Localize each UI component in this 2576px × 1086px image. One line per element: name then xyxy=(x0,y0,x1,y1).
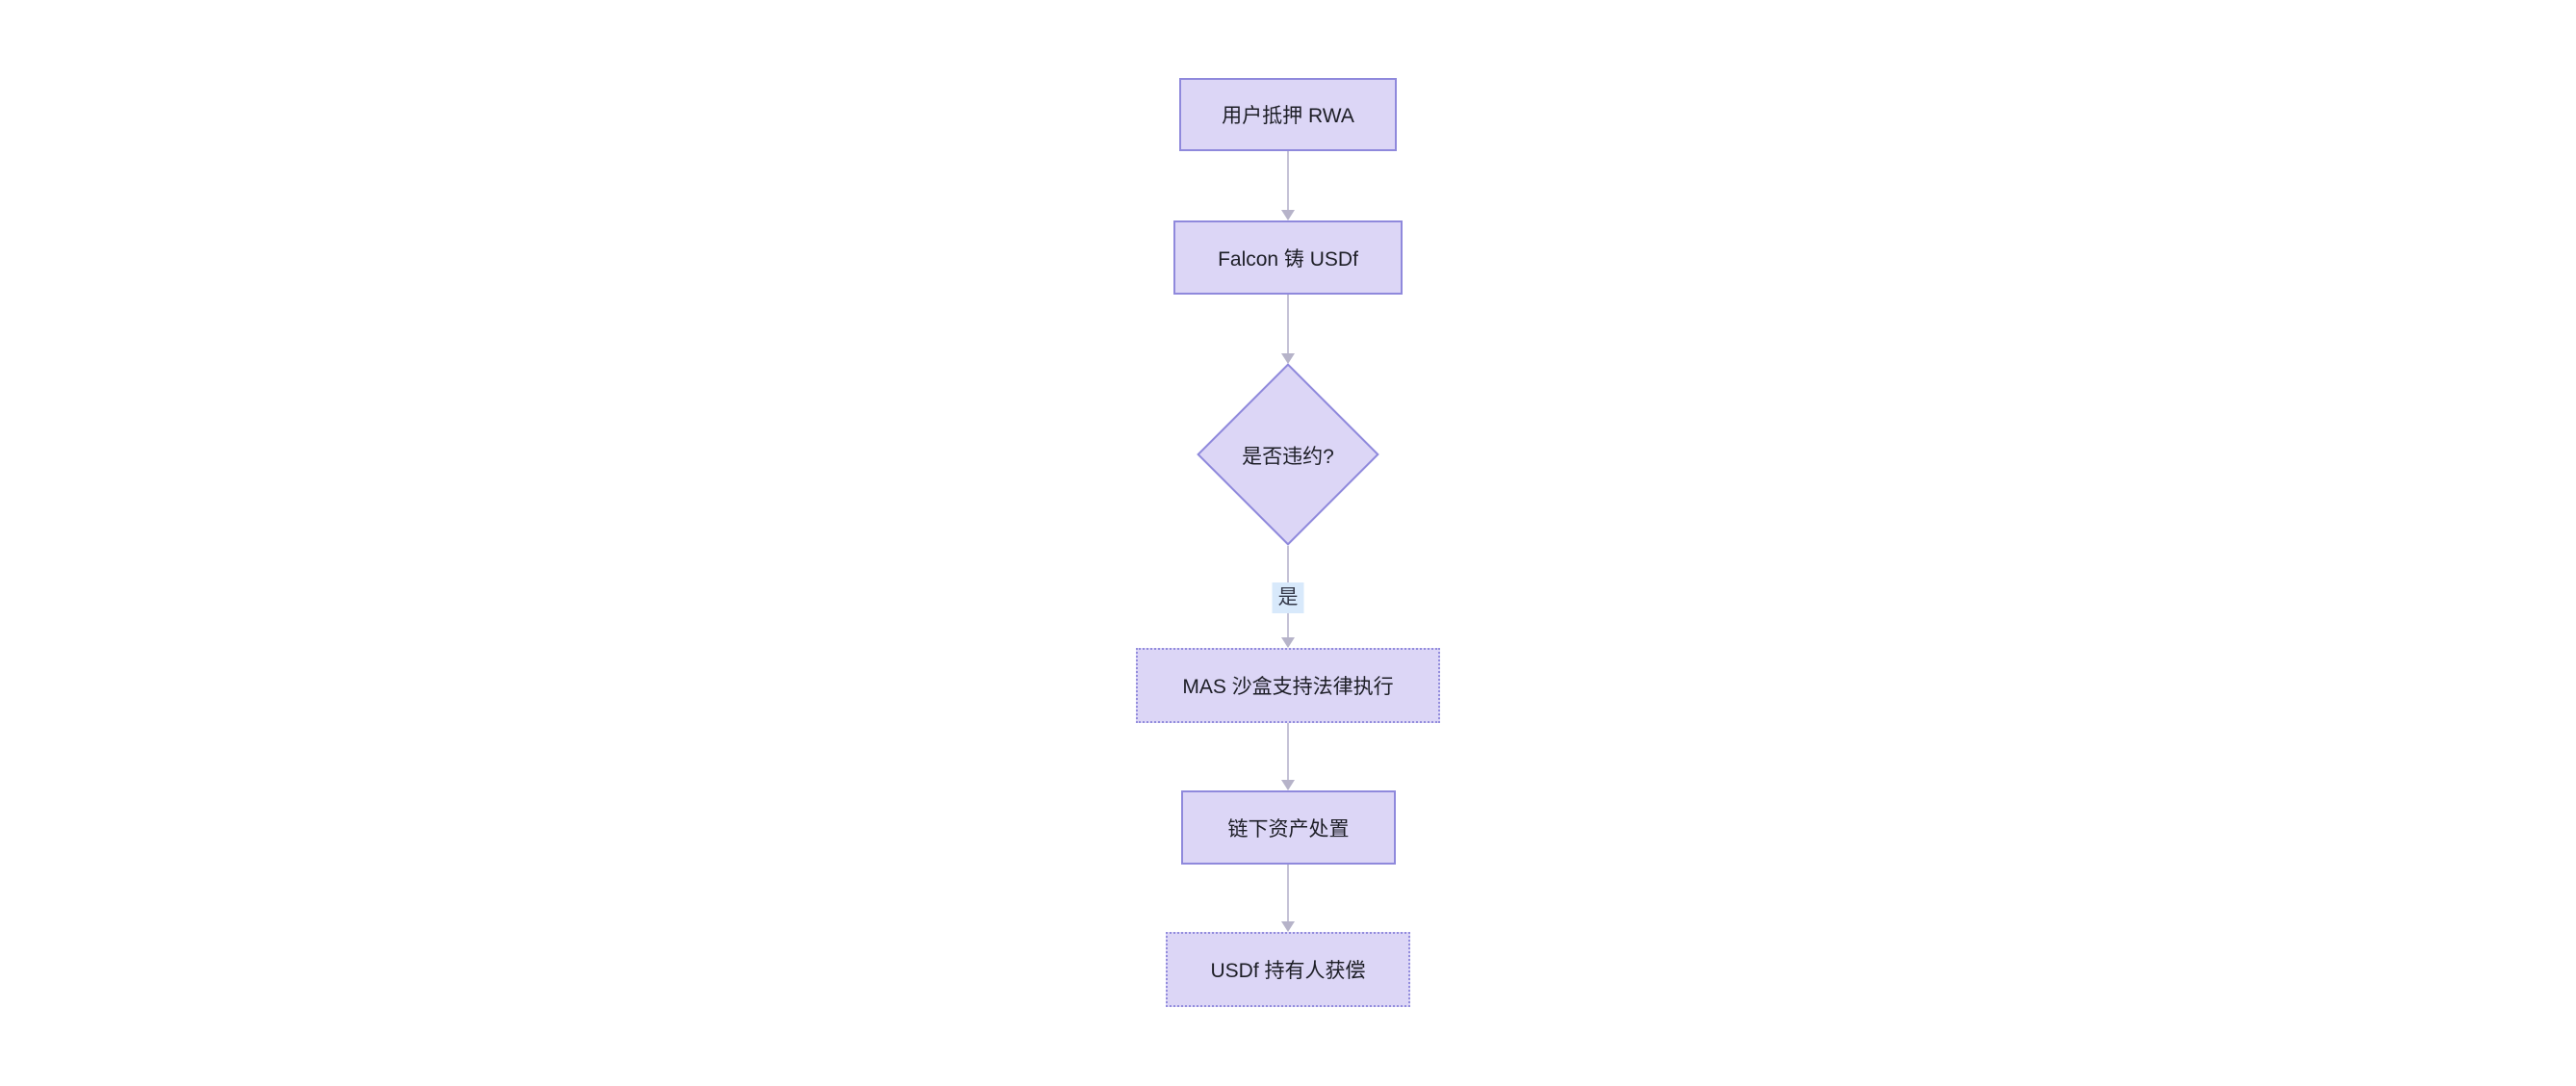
edge-e-f-line xyxy=(1287,865,1289,921)
arrowhead-down-icon xyxy=(1281,210,1295,220)
node-user-collateral-rwa: 用户抵押 RWA xyxy=(1179,78,1397,151)
node-usdf-holders-compensated: USDf 持有人获偿 xyxy=(1166,932,1410,1007)
node-mas-sandbox-legal-enforcement: MAS 沙盒支持法律执行 xyxy=(1136,648,1440,723)
node-offchain-asset-disposal: 链下资产处置 xyxy=(1181,790,1396,865)
edge-d-e-line xyxy=(1287,723,1289,780)
arrowhead-down-icon xyxy=(1281,921,1295,932)
node-falcon-mint-usdf: Falcon 铸 USDf xyxy=(1173,220,1403,295)
edge-a-b-line xyxy=(1287,151,1289,210)
node-label: USDf 持有人获偿 xyxy=(1210,960,1366,982)
node-label: 用户抵押 RWA xyxy=(1222,105,1354,127)
edge-b-c-line xyxy=(1287,295,1289,353)
arrowhead-down-icon xyxy=(1281,637,1295,648)
arrowhead-down-icon xyxy=(1281,353,1295,364)
arrowhead-down-icon xyxy=(1281,780,1295,790)
node-default-decision-label: 是否违约? xyxy=(1242,445,1334,468)
node-label: MAS 沙盒支持法律执行 xyxy=(1182,676,1394,698)
edge-label-yes: 是 xyxy=(1272,582,1304,613)
node-label: Falcon 铸 USDf xyxy=(1218,247,1358,271)
node-label: 链下资产处置 xyxy=(1227,817,1350,840)
